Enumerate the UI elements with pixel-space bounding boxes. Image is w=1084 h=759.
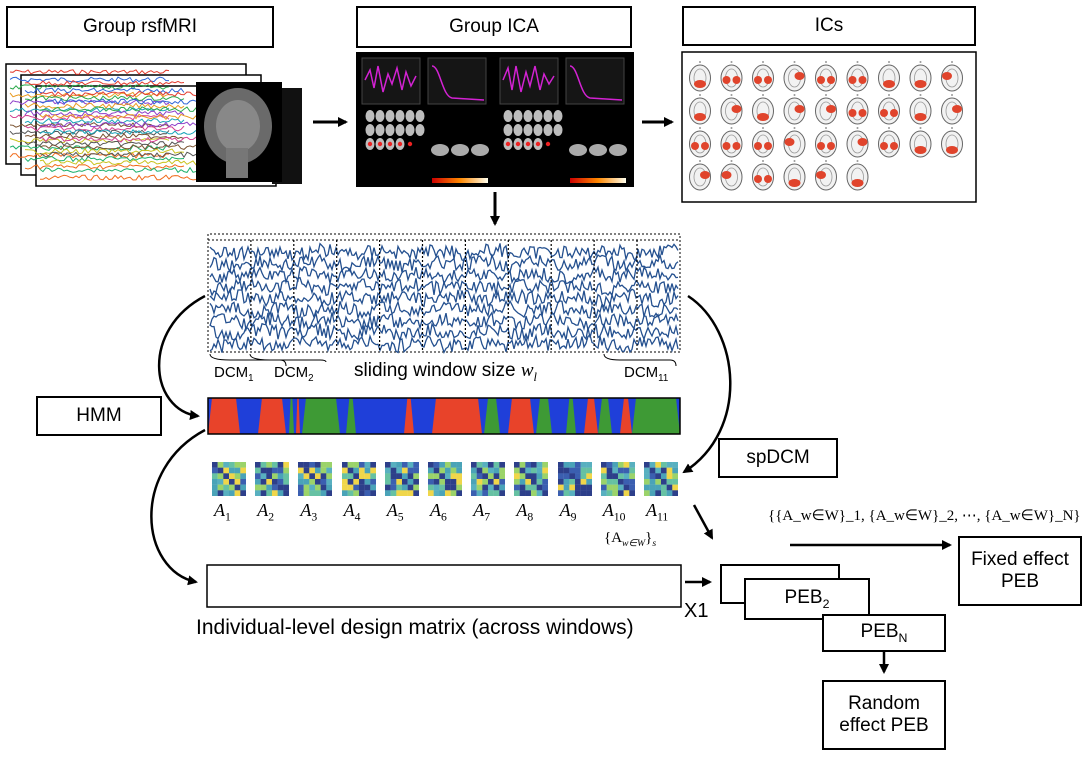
group-rsfmri-box: Group rsfMRI	[6, 6, 274, 48]
rsfmri-stack	[5, 63, 302, 187]
brace-dcm1	[209, 353, 287, 367]
design-matrix	[206, 564, 682, 608]
random-effect-label: Random effect PEB	[839, 693, 929, 736]
spdcm-label: spDCM	[746, 447, 810, 469]
connectivity-matrix	[341, 462, 376, 497]
ica-panel	[356, 52, 634, 187]
hmm-state-bar	[207, 397, 681, 435]
connectivity-matrix	[428, 462, 463, 497]
fixed-effect-label: Fixed effect PEB	[971, 549, 1069, 592]
brace-dcm2	[249, 353, 327, 363]
arrow-hmm-to-designmatrix	[150, 428, 206, 586]
connectivity-matrix	[557, 462, 592, 497]
connectivity-matrix	[255, 462, 290, 497]
fixed-formula-label: {{A_w∈W}_1, {A_w∈W}_2, ⋯, {A_w∈W}_N}	[768, 508, 1081, 524]
matrix-label: A5	[386, 500, 404, 524]
matrix-label: A2	[257, 500, 275, 524]
connectivity-matrix	[644, 462, 679, 497]
matrix-label: A6	[430, 500, 447, 524]
matrix-label: A10	[602, 500, 626, 524]
pebn-box: PEBN	[822, 614, 946, 652]
dcm11-label: DCM11	[624, 364, 669, 384]
random-effect-box: Random effect PEB	[822, 680, 946, 750]
connectivity-matrix	[384, 462, 419, 497]
hmm-box: HMM	[36, 396, 162, 436]
brace-dcm11	[603, 353, 677, 367]
arrow-timeseries-to-spdcm	[682, 294, 732, 474]
connectivity-matrix	[514, 462, 549, 497]
connectivity-matrix	[212, 462, 247, 497]
spdcm-box: spDCM	[718, 438, 838, 478]
dcm1-label: DCM1	[214, 364, 254, 384]
matrix-label: A4	[343, 500, 361, 524]
design-matrix-label: Individual-level design matrix (across w…	[196, 616, 634, 639]
ics-box: ICs	[682, 6, 976, 46]
group-ica-box: Group ICA	[356, 6, 632, 48]
connectivity-matrix	[471, 462, 506, 497]
connectivity-matrix	[600, 462, 635, 497]
fixed-effect-box: Fixed effect PEB	[958, 536, 1082, 606]
sliding-window-label: sliding window size wl	[354, 360, 537, 384]
group-ica-label: Group ICA	[449, 16, 539, 38]
peb2-label: PEB2	[784, 587, 830, 611]
pebn-label: PEBN	[860, 621, 908, 645]
a-set-s-label: {Aw∈W}s	[604, 530, 657, 549]
hmm-label: HMM	[76, 405, 122, 427]
matrix-label: A3	[300, 500, 318, 524]
timeseries-panel	[207, 233, 681, 354]
peb2-box: PEB2	[744, 578, 870, 620]
dcm2-label: DCM2	[274, 364, 314, 384]
x1-label: X1	[684, 600, 709, 622]
matrix-label: A11	[646, 500, 669, 524]
matrix-label: A8	[516, 500, 534, 524]
arrow-timeseries-to-hmm	[157, 294, 206, 420]
matrix-label: A7	[473, 500, 491, 524]
connectivity-matrix	[298, 462, 333, 497]
ics-label: ICs	[814, 15, 844, 37]
matrix-label: A1	[214, 500, 231, 524]
arrow-matrices-to-peb	[692, 504, 714, 540]
matrix-label: A9	[559, 500, 577, 524]
group-rsfmri-label: Group rsfMRI	[82, 16, 198, 38]
